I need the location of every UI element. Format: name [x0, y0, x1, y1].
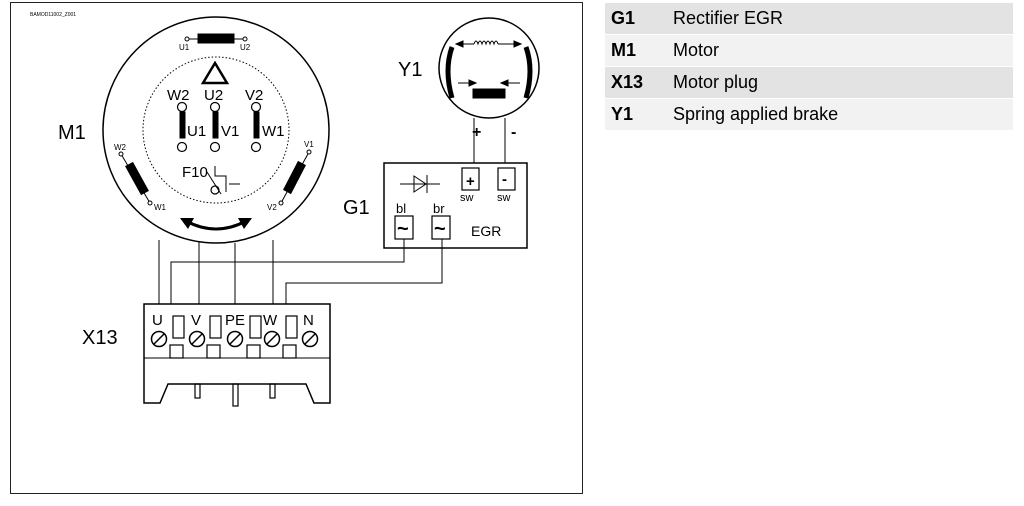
rectifier-label: G1 [343, 197, 370, 219]
thermal-label: F10 [182, 164, 208, 181]
motor-m1 [102, 16, 330, 244]
legend-table: G1 Rectifier EGR M1 Motor X13 Motor plug… [605, 3, 1013, 131]
legend-desc: Rectifier EGR [667, 3, 1013, 35]
terminal-v2: V2 [245, 87, 263, 104]
rectifier-name: EGR [471, 223, 501, 239]
wiring [158, 239, 443, 304]
rectifier-minus: - [502, 171, 507, 188]
brake-y1 [438, 17, 540, 163]
legend-desc: Motor [667, 34, 1013, 67]
wiring-diagram: BAMOD11002_Z001 [30, 12, 540, 407]
legend-row: Y1 Spring applied brake [605, 98, 1013, 131]
winding-u-top [197, 33, 235, 44]
legend-code: X13 [605, 66, 667, 99]
brake-plus: + [472, 124, 481, 141]
legend-desc: Motor plug [667, 66, 1013, 99]
rectifier-sw-1: sw [460, 192, 474, 204]
motor-inner-circle [142, 56, 290, 204]
legend-code: Y1 [605, 98, 667, 131]
terminal-w1-left: W1 [154, 203, 167, 212]
terminal-u2-delta: U2 [204, 87, 223, 104]
rectifier-plus: + [466, 173, 475, 190]
motor-label: M1 [58, 122, 86, 144]
terminal-w2: W2 [167, 87, 190, 104]
legend-row: M1 Motor [605, 34, 1013, 67]
terminal-v2-right: V2 [267, 203, 277, 212]
legend-row: X13 Motor plug [605, 66, 1013, 99]
terminal-u2: U2 [240, 43, 251, 52]
rectifier-box [383, 162, 528, 249]
rectifier-ac-1: ~ [397, 218, 409, 240]
legend-desc: Spring applied brake [667, 98, 1013, 131]
terminal-u1: U1 [179, 43, 190, 52]
plug-pin-pe: PE [225, 312, 245, 329]
motor-outer-circle [102, 16, 330, 244]
legend-row: G1 Rectifier EGR [605, 3, 1013, 35]
rectifier-bl: bl [396, 201, 406, 216]
brake-label: Y1 [398, 59, 422, 81]
legend-code: M1 [605, 34, 667, 67]
rectifier-sw-2: sw [497, 192, 511, 204]
plug-pin-u: U [152, 312, 163, 329]
plug-body [143, 303, 331, 404]
brake-circle [438, 17, 540, 119]
plug-pin-v: V [191, 312, 201, 329]
doc-id: BAMOD11002_Z001 [30, 12, 76, 18]
terminal-w1: W1 [262, 123, 285, 140]
plug-pin-n: N [303, 312, 314, 329]
terminal-w2-left: W2 [114, 143, 127, 152]
plug-x13 [143, 303, 331, 407]
plug-label: X13 [82, 327, 118, 349]
rectifier-br: br [433, 201, 445, 216]
diagram-frame [10, 2, 583, 494]
plug-pin-w: W [263, 312, 278, 329]
rectifier-ac-2: ~ [434, 218, 446, 240]
terminal-v1-right: V1 [304, 140, 314, 149]
delta-symbol [200, 60, 230, 85]
legend-code: G1 [605, 3, 667, 35]
terminal-u1-delta: U1 [187, 123, 206, 140]
terminal-v1: V1 [221, 123, 239, 140]
brake-minus: - [511, 124, 516, 141]
